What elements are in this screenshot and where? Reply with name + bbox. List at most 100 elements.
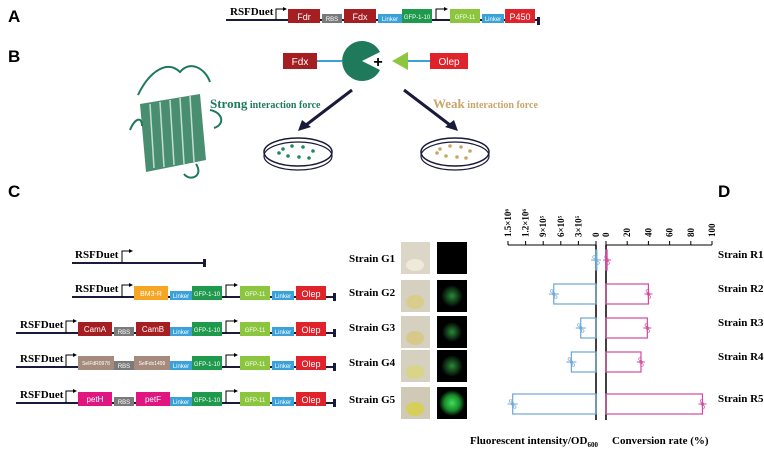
construct-row: RSFDuet BM3-R Linker GFP-1-10 GFP-11 Lin… <box>72 283 396 301</box>
part-label: Fdr <box>297 12 311 22</box>
data-point <box>594 258 598 262</box>
strain-label: Strain G1 <box>349 253 395 265</box>
tick-label: 80 <box>686 228 696 238</box>
part-label: petF <box>145 395 161 404</box>
part-label: RBS <box>118 400 130 406</box>
data-point <box>581 329 585 333</box>
fluorescence-images <box>437 242 467 419</box>
part-label: Linker <box>173 294 189 300</box>
data-point <box>700 402 705 406</box>
left-axis-title: Fluorescent intensity/OD600 <box>470 435 598 449</box>
part-label: CamA <box>84 325 107 334</box>
panel-label-c: C <box>8 182 20 201</box>
vector-label: RSFDuet <box>20 319 64 331</box>
panel-label-a: A <box>8 7 20 26</box>
data-point <box>550 289 554 293</box>
data-point <box>638 357 642 361</box>
olep-label: Olep <box>438 57 460 68</box>
tick-label: 40 <box>643 228 653 238</box>
part-label: Linker <box>173 330 189 336</box>
data-point <box>644 323 648 327</box>
construct-row: RSFDuet petH RBS petF Linker GFP-1-10 GF… <box>16 389 396 407</box>
data-point <box>569 360 573 364</box>
part-label: Linker <box>275 364 291 370</box>
conversion-bar <box>605 317 648 339</box>
part-label: Olep <box>301 325 320 335</box>
data-point <box>567 357 571 361</box>
strain-label: Strain R5 <box>718 393 764 405</box>
part-label: GFP-1-10 <box>194 292 221 298</box>
tube-photos <box>401 242 430 419</box>
part-label: GFP-1-10 <box>194 328 221 334</box>
data-point <box>571 363 575 367</box>
part-label: Linker <box>275 400 291 406</box>
data-point <box>701 405 706 409</box>
strain-label: Strain G3 <box>349 322 396 334</box>
strain-label: Strain R4 <box>718 351 764 363</box>
tick-label: 0 <box>601 232 611 237</box>
panel-c-constructs: RSFDuet Strain G1 RSFDuet BM3-R Linker G… <box>16 249 396 407</box>
strain-label: Strain G2 <box>349 287 396 299</box>
strong-label: Strong interaction force <box>210 96 321 111</box>
vector-label: RSFDuet <box>230 6 274 18</box>
data-point <box>606 261 610 265</box>
data-point <box>577 323 581 327</box>
plus-sign: + <box>373 54 382 71</box>
data-point <box>646 292 651 296</box>
part-label: GFP-11 <box>245 398 266 404</box>
panel-a-construct: RSFDuet Fdr RBS Fdx Linker GFP-1-10 GFP-… <box>226 6 540 25</box>
panel-label-b: B <box>8 47 20 66</box>
tick-label: 3×10⁵ <box>573 215 583 237</box>
part-label: CamB <box>142 325 164 334</box>
part-label: Linker <box>382 17 398 23</box>
interaction-schematic: Fdx + Olep Strong interaction force Weak… <box>210 41 538 171</box>
tick-label: 9×10⁵ <box>538 215 548 237</box>
part-label: SelFdx1499 <box>139 361 166 367</box>
petri-dish-weak <box>420 137 490 167</box>
data-point <box>647 295 652 299</box>
part-label: GFP-1-10 <box>194 362 221 368</box>
protein-structure <box>129 65 223 179</box>
part-label: GFP-11 <box>245 292 266 298</box>
petri-dish-strong <box>263 137 333 167</box>
data-point <box>645 326 649 330</box>
data-point <box>592 255 596 259</box>
tick-label: 60 <box>665 228 675 238</box>
part-label: GFP-11 <box>245 362 266 368</box>
part-label: Linker <box>485 17 501 23</box>
data-point <box>552 292 556 296</box>
strain-label: Strain R1 <box>718 249 764 261</box>
vector-label: RSFDuet <box>75 283 119 295</box>
part-label: RBS <box>326 17 338 23</box>
part-label: BM3-R <box>140 291 162 298</box>
part-label: RBS <box>118 330 130 336</box>
data-point <box>509 399 513 403</box>
tick-label: 6×10⁵ <box>556 215 566 237</box>
vector-label: RSFDuet <box>20 353 64 365</box>
data-point <box>513 405 517 409</box>
right-axis-title: Conversion rate (%) <box>612 435 709 447</box>
construct-row: RSFDuet SelFdR0978 RBS SelFdx1499 Linker… <box>16 353 396 371</box>
part-label: SelFdR0978 <box>82 361 110 367</box>
construct-row: RSFDuet Strain G1 <box>72 249 395 267</box>
part-label: Linker <box>173 400 189 406</box>
part-label: Linker <box>275 294 291 300</box>
tick-label: 20 <box>622 228 632 238</box>
part-label: Linker <box>173 364 189 370</box>
data-point <box>605 258 609 262</box>
strain-label: Strain R3 <box>718 317 764 329</box>
data-point <box>596 261 600 265</box>
tick-label: 100 <box>707 223 717 237</box>
strain-label: Strain R2 <box>718 283 764 295</box>
part-label: Olep <box>301 359 320 369</box>
part-label: Linker <box>275 330 291 336</box>
construct-row: RSFDuet CamA RBS CamB Linker GFP-1-10 GF… <box>16 319 396 337</box>
part-label: Fdx <box>352 12 368 22</box>
tick-label: 0 <box>591 232 601 237</box>
vector-label: RSFDuet <box>20 389 64 401</box>
data-point <box>579 326 583 330</box>
conversion-bar <box>605 351 642 373</box>
conversion-bar <box>605 283 650 305</box>
